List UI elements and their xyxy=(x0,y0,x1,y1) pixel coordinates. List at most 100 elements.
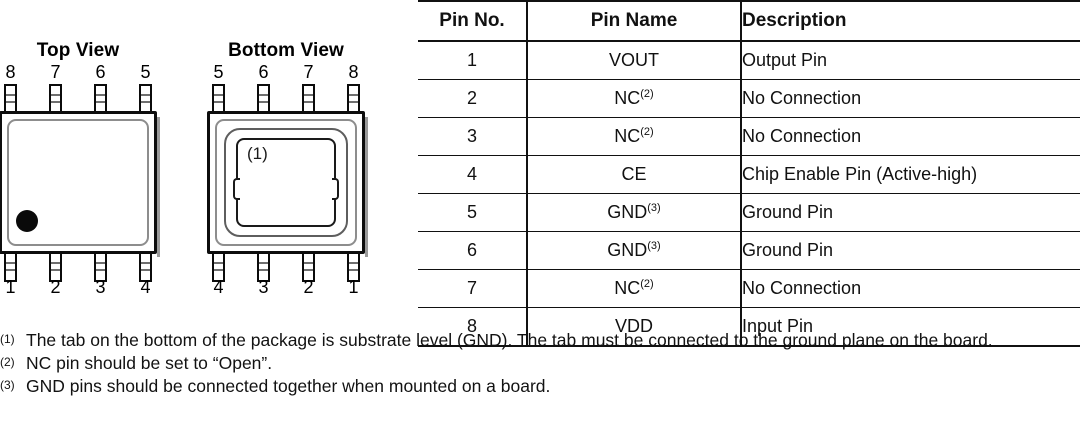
footnote: (2) NC pin should be set to “Open”. xyxy=(0,352,1080,374)
pin-slot xyxy=(286,84,331,114)
pin-lead xyxy=(212,84,225,114)
pin-label: 7 xyxy=(303,62,314,82)
pin-slot xyxy=(123,252,168,282)
pin-slot xyxy=(286,252,331,282)
pin-name-text: GND xyxy=(607,240,648,260)
bottom-view-diagram: Bottom View 5 6 7 8 (1) xyxy=(196,0,376,325)
pin-name-footnote-ref: (2) xyxy=(640,278,654,290)
footnote-text: GND pins should be connected together wh… xyxy=(26,376,551,396)
bottom-view-upper-pin-labels: 5 6 7 8 xyxy=(196,62,376,82)
top-view-diagram: Top View 8 7 6 5 1 2 3 4 xyxy=(0,0,168,325)
pin-lead xyxy=(212,252,225,282)
pin-name-text: NC xyxy=(614,126,641,146)
pin-lead xyxy=(4,252,17,282)
pin1-marker-dot-icon xyxy=(16,210,38,232)
pin-slot xyxy=(241,252,286,282)
pin-slot xyxy=(123,84,168,114)
bottom-view-package-body: (1) xyxy=(207,111,368,257)
cell-pin-no: 4 xyxy=(418,155,528,194)
column-header-pin-name: Pin Name xyxy=(527,0,742,42)
pin-lead xyxy=(347,252,360,282)
pin-label: 3 xyxy=(258,277,269,297)
pin-name-footnote-ref: (2) xyxy=(640,126,654,138)
column-header-pin-no: Pin No. xyxy=(418,0,528,42)
pin-lead xyxy=(302,252,315,282)
pin-slot xyxy=(196,84,241,114)
pin-label: 6 xyxy=(95,62,106,82)
pin-name-text: VDD xyxy=(614,316,653,336)
pin-lead xyxy=(94,84,107,114)
pin-label: 8 xyxy=(348,62,359,82)
top-view-lower-pins xyxy=(0,252,168,282)
pin-name-text: NC xyxy=(614,88,641,108)
pin-label: 6 xyxy=(258,62,269,82)
bottom-view-lower-pins xyxy=(196,252,376,282)
cell-pin-no: 3 xyxy=(418,117,528,156)
pin-name-footnote-ref: (3) xyxy=(647,202,661,214)
cell-description: Ground Pin xyxy=(741,231,1080,270)
cell-pin-no: 1 xyxy=(418,40,528,80)
cell-pin-no: 5 xyxy=(418,193,528,232)
pin-lead xyxy=(139,252,152,282)
pin-lead xyxy=(139,84,152,114)
cell-description: Chip Enable Pin (Active-high) xyxy=(741,155,1080,194)
cell-pin-no: 6 xyxy=(418,231,528,270)
footnote-text: NC pin should be set to “Open”. xyxy=(26,353,273,373)
bottom-view-title: Bottom View xyxy=(228,40,344,61)
cell-pin-name: GND(3) xyxy=(527,193,742,232)
pin-label: 2 xyxy=(303,277,314,297)
pad-footnote-reference: (1) xyxy=(247,144,268,163)
footnote-marker: (3) xyxy=(0,378,15,392)
pin-slot xyxy=(33,84,78,114)
cell-description: No Connection xyxy=(741,269,1080,308)
exposed-pad-outer-ring xyxy=(224,128,348,237)
footnote-text: The tab on the bottom of the package is … xyxy=(26,330,993,350)
pin-label: 8 xyxy=(5,62,16,82)
pin-lead xyxy=(4,84,17,114)
bottom-view-lower-pin-labels: 4 3 2 1 xyxy=(196,277,376,297)
footnotes-block: (1) The tab on the bottom of the package … xyxy=(0,329,1080,398)
package-inner-outline xyxy=(215,119,357,246)
pin-label: 1 xyxy=(5,277,16,297)
pin-name-text: GND xyxy=(607,202,648,222)
table-header-row: Pin No. Pin Name Description xyxy=(418,0,1080,42)
footnote-marker: (2) xyxy=(0,355,15,369)
pin-label: 5 xyxy=(213,62,224,82)
column-header-description: Description xyxy=(741,0,1080,42)
package-diagrams: Top View 8 7 6 5 1 2 3 4 xyxy=(0,0,410,325)
pin-label: 2 xyxy=(50,277,61,297)
pin-lead xyxy=(302,84,315,114)
footnote-marker: (1) xyxy=(0,332,15,346)
pin-name-text: VOUT xyxy=(608,50,659,70)
top-view-upper-pins xyxy=(0,84,168,114)
footnote: (1) The tab on the bottom of the package … xyxy=(0,329,1080,351)
pin-label: 3 xyxy=(95,277,106,297)
pin-slot xyxy=(331,84,376,114)
cell-description: Ground Pin xyxy=(741,193,1080,232)
bottom-view-upper-pins xyxy=(196,84,376,114)
pin-slot xyxy=(0,84,33,114)
pin-label: 1 xyxy=(348,277,359,297)
table-row: 4 CE Chip Enable Pin (Active-high) xyxy=(418,155,1080,194)
cell-pin-name: NC(2) xyxy=(527,117,742,156)
cell-pin-name: VDD xyxy=(527,307,742,347)
pin-name-text: CE xyxy=(621,164,647,184)
pin-slot xyxy=(331,252,376,282)
pin-label: 5 xyxy=(140,62,151,82)
cell-pin-name: NC(2) xyxy=(527,79,742,118)
top-view-package-body xyxy=(0,111,160,257)
cell-pin-name: NC(2) xyxy=(527,269,742,308)
pin-name-footnote-ref: (2) xyxy=(640,88,654,100)
pin-slot xyxy=(78,84,123,114)
pin-slot xyxy=(78,252,123,282)
pin-slot xyxy=(33,252,78,282)
top-view-lower-pin-labels: 1 2 3 4 xyxy=(0,277,168,297)
pin-lead xyxy=(94,252,107,282)
pin-slot xyxy=(196,252,241,282)
